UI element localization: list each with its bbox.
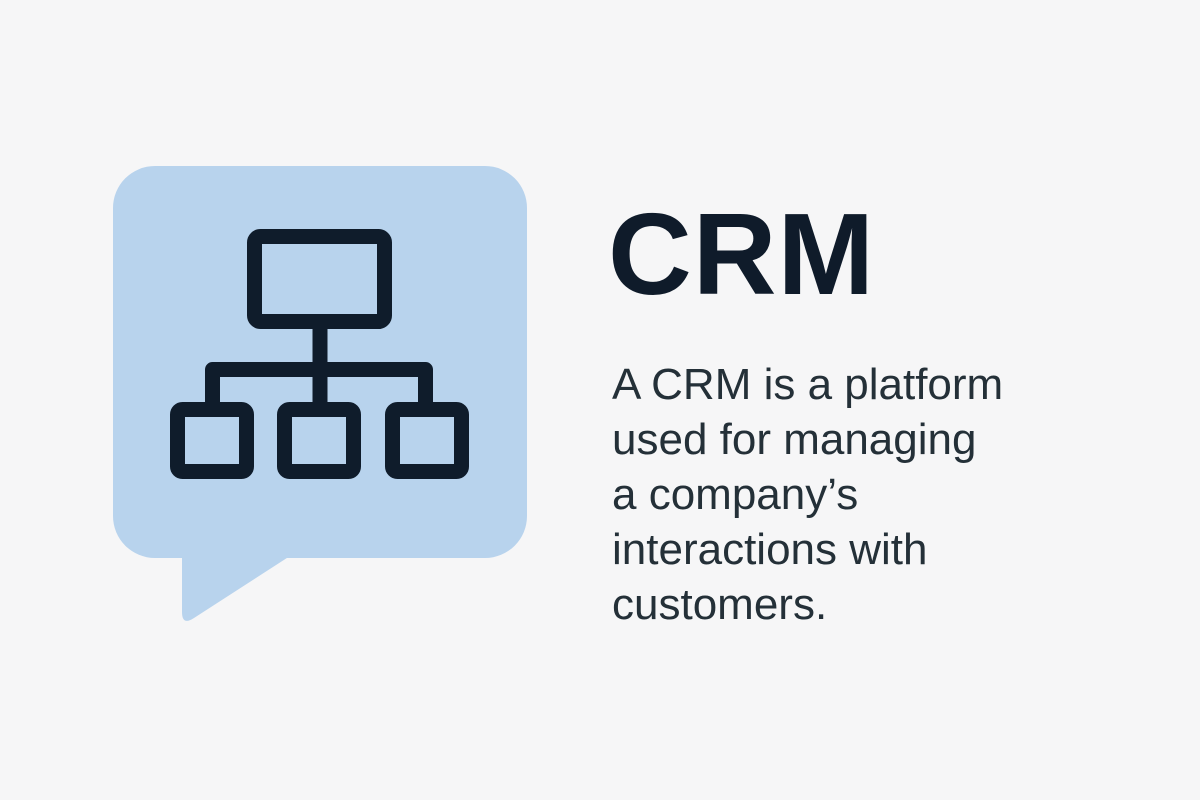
org-chart-branch — [205, 362, 433, 402]
description: A CRM is a platform used for managing a … — [612, 357, 1092, 632]
description-line: used for managing — [612, 415, 977, 464]
org-chart-child-node-3 — [385, 402, 469, 479]
description-line: customers. — [612, 580, 828, 629]
page-title: CRM — [608, 189, 876, 319]
org-chart-parent-node — [247, 229, 392, 329]
org-chart-icon — [170, 229, 469, 479]
description-line: interactions with — [612, 525, 928, 574]
speech-bubble-tail — [182, 540, 290, 621]
description-line: a company’s — [612, 470, 859, 519]
org-chart-child-node-1 — [170, 402, 254, 479]
org-chart-child-node-2 — [277, 402, 361, 479]
description-line: A CRM is a platform — [612, 360, 1004, 409]
